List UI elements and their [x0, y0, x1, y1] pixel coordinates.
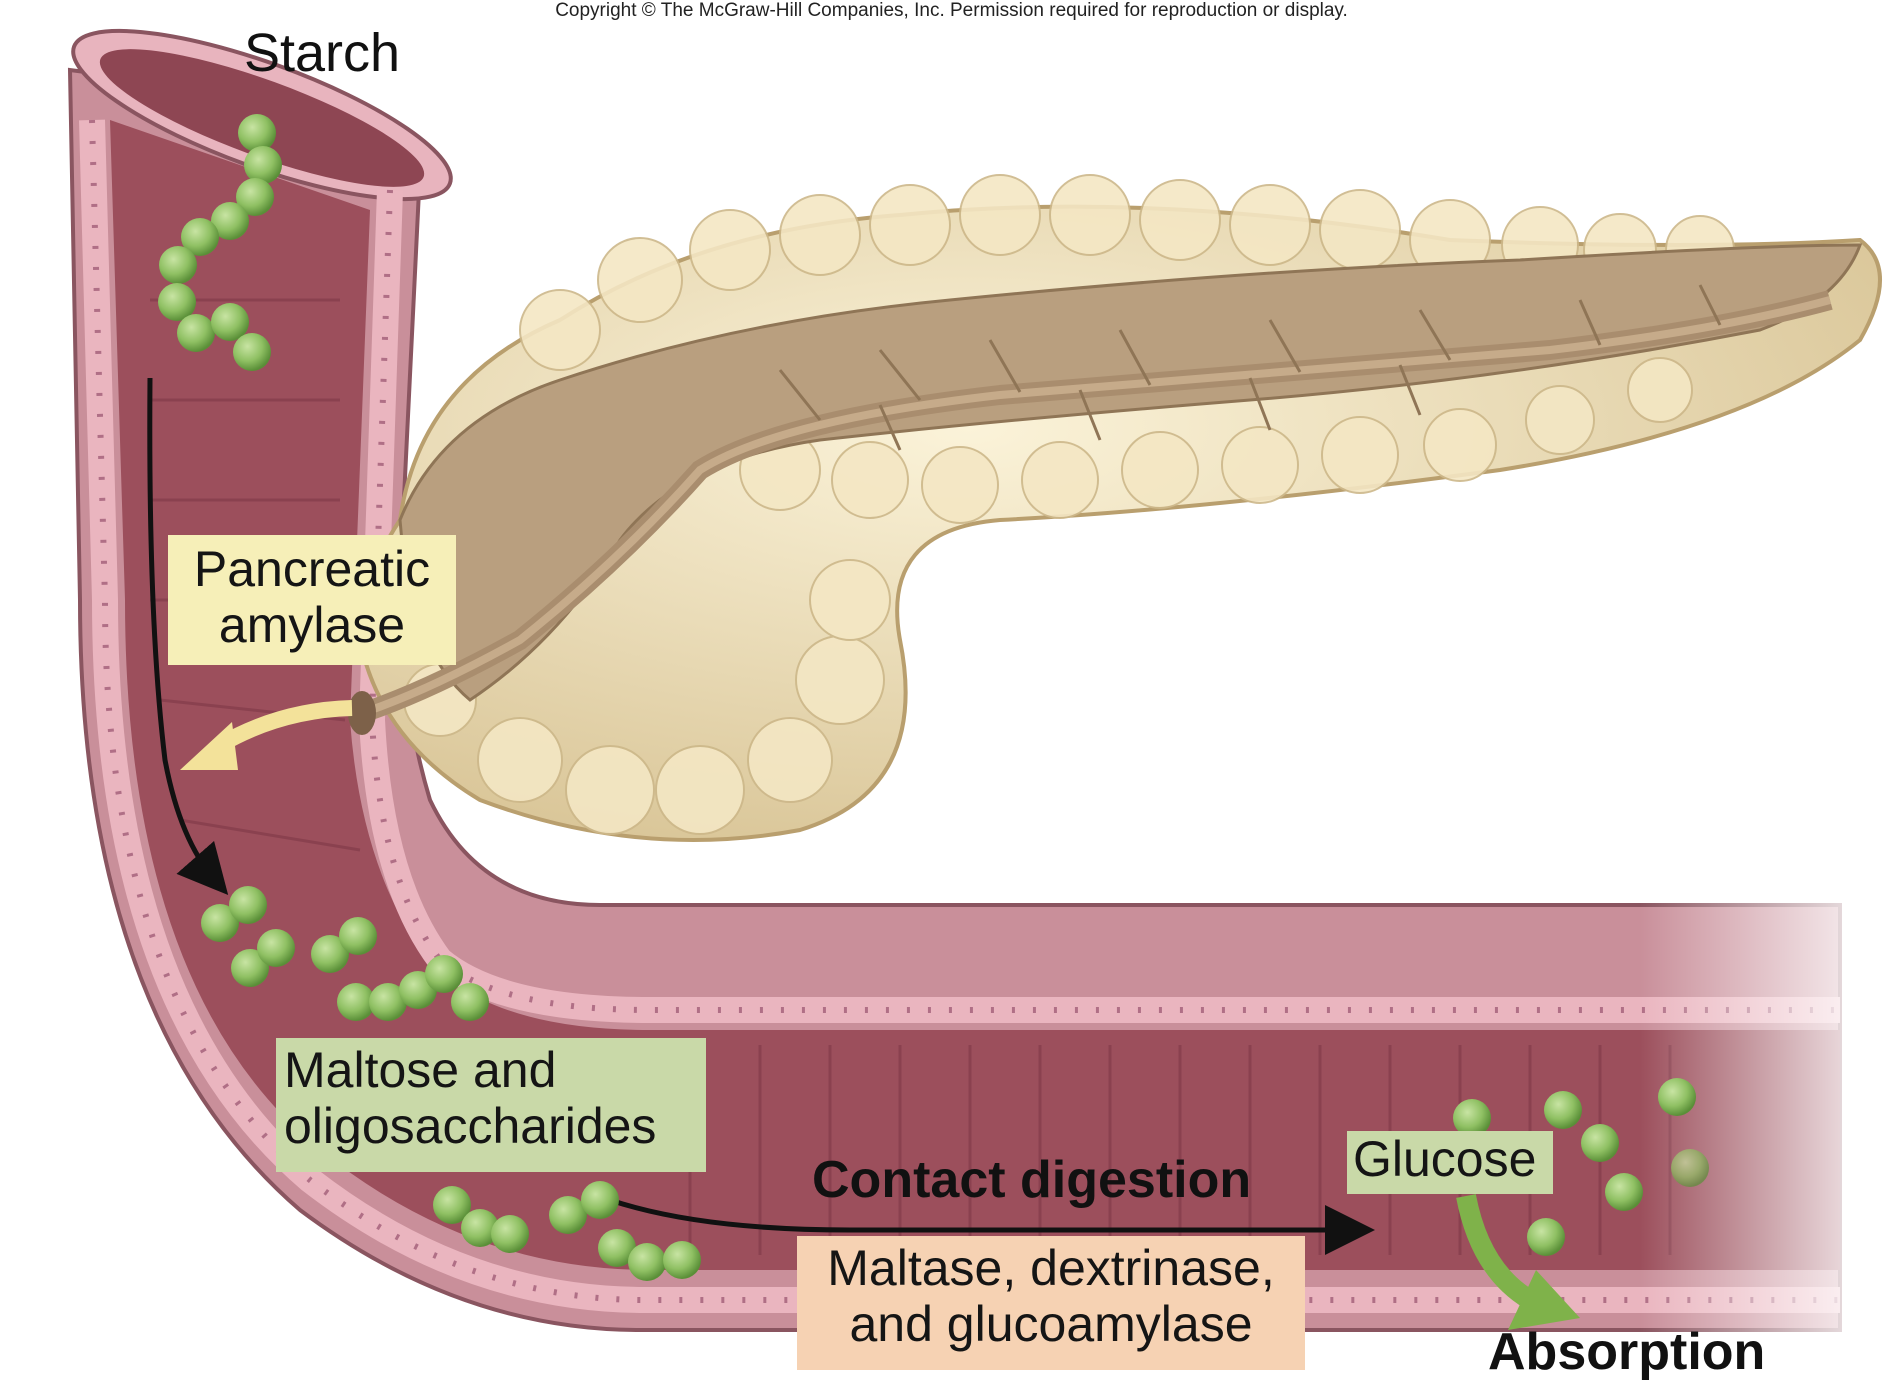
starch-label: Starch: [244, 23, 401, 83]
enzymes-line-1: Maltase, dextrinase,: [827, 1240, 1275, 1296]
contact-digestion-arrow: [609, 1197, 1375, 1255]
enzymes-line-2: and glucoamylase: [849, 1296, 1253, 1352]
maltose-line-1: Maltose and: [284, 1042, 557, 1098]
absorption-arrow: [1456, 1194, 1536, 1309]
pancreatic-amylase-line-1: Pancreatic: [193, 541, 431, 597]
contact-digestion-label: Contact digestion: [812, 1151, 1252, 1209]
pancreatic-amylase-line-2: amylase: [218, 597, 406, 653]
glucose-label: Glucose: [1347, 1131, 1553, 1194]
maltose-molecules: [201, 886, 701, 1281]
pancreatic-amylase-label: Pancreatic amylase: [168, 535, 456, 665]
starch-chain: [158, 114, 282, 371]
pancreas: [348, 174, 1882, 842]
glucose-molecules: [1453, 1078, 1709, 1256]
absorption-label: Absorption: [1488, 1323, 1766, 1381]
maltose-line-2: oligosaccharides: [284, 1098, 657, 1154]
maltose-oligosaccharides-label: Maltose and oligosaccharides: [276, 1038, 706, 1172]
starch-flow-arrow: [147, 377, 229, 896]
copyright-notice: Copyright © The McGraw-Hill Companies, I…: [555, 0, 1348, 21]
brush-border-enzymes-label: Maltase, dextrinase, and glucoamylase: [797, 1236, 1305, 1370]
